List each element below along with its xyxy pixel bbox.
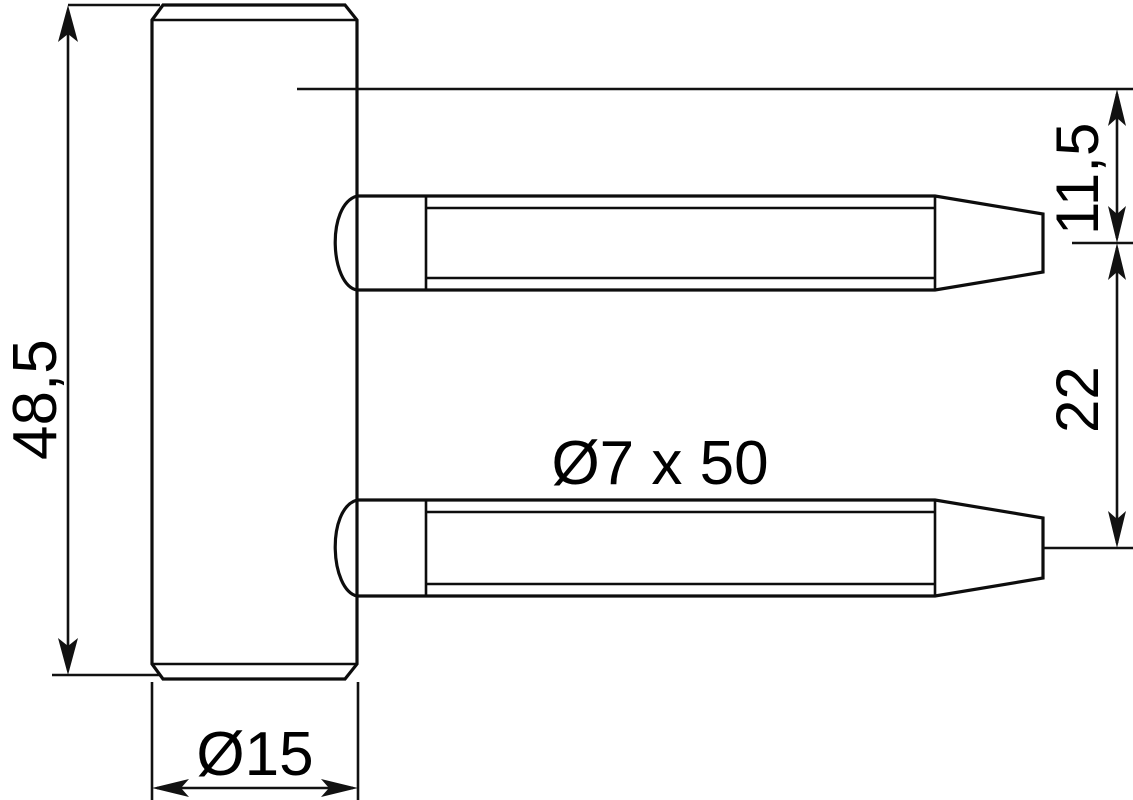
dimension-pin-spacing: 22 — [1044, 243, 1126, 548]
pin-upper-outline — [333, 194, 1045, 292]
dimension-pin-offset-top: 11,5 — [1044, 89, 1126, 243]
threaded-pin-lower-part — [333, 498, 1045, 598]
dimension-label-11-5: 11,5 — [1044, 123, 1111, 235]
hinge-barrel-part — [150, 3, 359, 681]
barrel-outline — [150, 3, 359, 681]
arrowhead-48-bottom — [58, 638, 78, 675]
dimension-label-48: 48,5 — [1, 339, 70, 460]
threaded-pin-upper-part — [333, 194, 1045, 292]
arrowhead-22-top — [1108, 243, 1126, 280]
arrowhead-48-top — [58, 5, 78, 42]
pin-lower-outline — [333, 498, 1045, 598]
arrowhead-11-5-top — [1108, 89, 1126, 126]
arrowhead-dia15-right — [321, 779, 358, 797]
dimension-label-pin-size: Ø7 x 50 — [551, 429, 768, 498]
arrowhead-11-5-bottom — [1108, 206, 1126, 243]
arrowhead-22-bottom — [1108, 511, 1126, 548]
dimension-height-overall: 48,5 — [1, 5, 78, 675]
dimension-barrel-diameter: Ø15 — [152, 720, 358, 797]
arrowhead-dia15-left — [152, 779, 189, 797]
dimension-label-dia15: Ø15 — [196, 720, 313, 789]
dimension-label-22: 22 — [1044, 366, 1111, 433]
